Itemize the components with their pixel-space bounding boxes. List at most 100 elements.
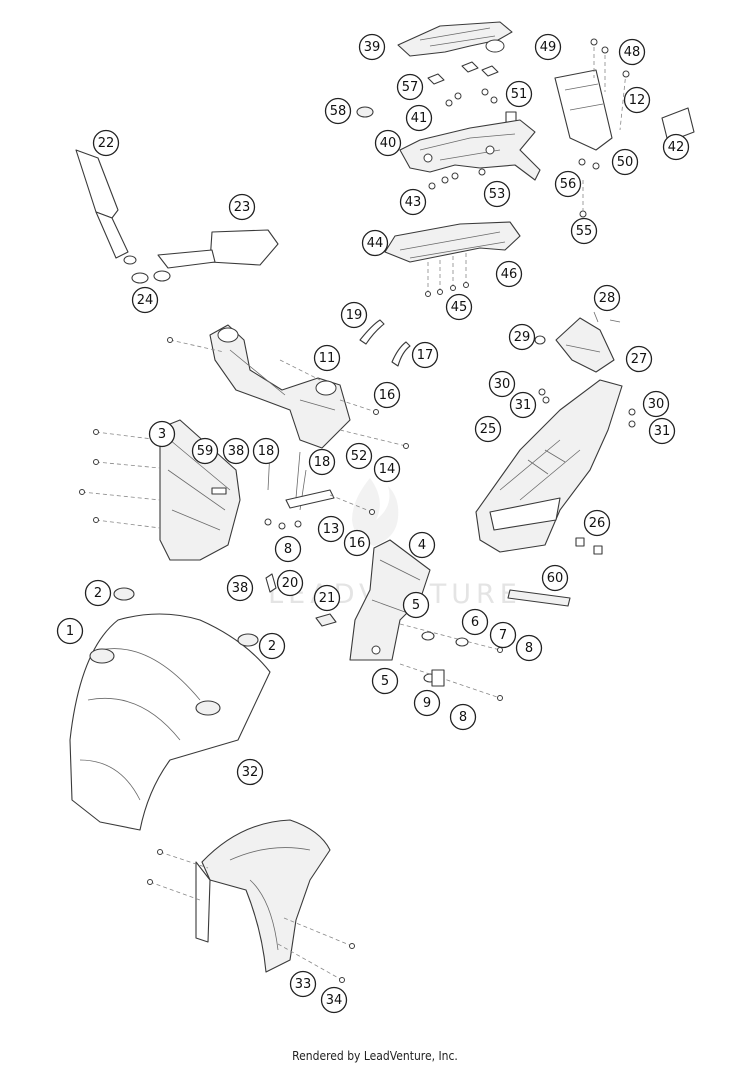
callout-label: 40 — [380, 136, 397, 151]
callout-circle — [396, 73, 424, 101]
callout-label: 33 — [295, 977, 312, 992]
callout-circle — [508, 323, 536, 351]
callout-label: 11 — [319, 351, 336, 366]
callout-label: 16 — [379, 388, 396, 403]
part-mirror-right — [157, 229, 279, 269]
callout-circle — [402, 591, 430, 619]
callout-circle — [308, 448, 336, 476]
callout-circle — [313, 584, 341, 612]
callout-label: 31 — [515, 398, 532, 413]
callout-label: 44 — [367, 236, 384, 251]
callout-2b: 2 — [258, 632, 286, 660]
callout-label: 51 — [511, 87, 528, 102]
part-bracket-bolts — [590, 38, 630, 131]
callout-label: 53 — [489, 187, 506, 202]
callout-circle — [408, 531, 436, 559]
callout-circle — [474, 415, 502, 443]
callout-circle — [461, 608, 489, 636]
callout-label: 52 — [351, 449, 368, 464]
part-front-mask-frame — [159, 419, 241, 561]
callout-label: 28 — [599, 291, 616, 306]
callout-label: 4 — [418, 538, 426, 553]
callout-circle — [131, 286, 159, 314]
callout-40: 40 — [374, 129, 402, 157]
callout-label: 3 — [158, 427, 166, 442]
part-seat-bracket — [397, 21, 513, 57]
callout-4: 4 — [408, 531, 436, 559]
part-reflector-plate — [661, 107, 695, 143]
callout-circle — [483, 180, 511, 208]
callout-circle — [662, 133, 690, 161]
part-fender-bolts — [147, 849, 355, 983]
callout-23: 23 — [228, 193, 256, 221]
callout-31b: 31 — [648, 417, 676, 445]
callout-label: 50 — [617, 155, 634, 170]
callout-58: 58 — [324, 97, 352, 125]
part-grommet — [356, 106, 374, 118]
part-side-bracket — [349, 539, 431, 661]
callout-33: 33 — [289, 970, 317, 998]
part-small-bracket — [285, 489, 375, 515]
callout-25: 25 — [474, 415, 502, 443]
part-mirror-washers — [131, 270, 171, 284]
callout-18b: 18 — [308, 448, 336, 476]
callout-circle — [56, 617, 84, 645]
callout-circle — [258, 632, 286, 660]
callout-label: 8 — [525, 641, 533, 656]
callout-circle — [583, 509, 611, 537]
part-clips — [427, 61, 499, 85]
callout-label: 18 — [258, 444, 275, 459]
callout-label: 31 — [654, 424, 671, 439]
part-license-bracket — [554, 69, 613, 151]
callout-13: 13 — [317, 515, 345, 543]
callout-32: 32 — [236, 758, 264, 786]
callout-label: 41 — [411, 111, 428, 126]
part-fender-washers — [538, 388, 636, 428]
callout-circle — [358, 33, 386, 61]
callout-label: 26 — [589, 516, 606, 531]
callout-8b: 8 — [515, 634, 543, 662]
callout-label: 18 — [314, 455, 331, 470]
callout-circle — [371, 667, 399, 695]
callout-44: 44 — [361, 229, 389, 257]
callout-8a: 8 — [274, 535, 302, 563]
callout-label: 6 — [471, 615, 479, 630]
callout-56: 56 — [554, 170, 582, 198]
callout-label: 58 — [330, 104, 347, 119]
callout-label: 20 — [282, 576, 299, 591]
callout-circle — [623, 86, 651, 114]
callout-16a: 16 — [373, 381, 401, 409]
callout-circle — [317, 515, 345, 543]
callout-circle — [374, 129, 402, 157]
callout-circle — [313, 344, 341, 372]
callout-circle — [373, 381, 401, 409]
callout-45: 45 — [445, 293, 473, 321]
callout-circle — [405, 104, 433, 132]
callout-circle — [445, 293, 473, 321]
callout-label: 34 — [326, 993, 343, 1008]
callout-label: 12 — [629, 93, 646, 108]
callout-27: 27 — [625, 345, 653, 373]
watermark-logo — [352, 478, 399, 546]
callout-circle — [361, 229, 389, 257]
callout-circle — [343, 529, 371, 557]
callout-circle — [289, 970, 317, 998]
callout-circle — [495, 260, 523, 288]
part-undertray-screws — [425, 253, 469, 297]
callout-circle — [449, 703, 477, 731]
callout-7: 7 — [489, 621, 517, 649]
callout-circle — [191, 437, 219, 465]
callout-20: 20 — [276, 569, 304, 597]
callout-label: 30 — [494, 377, 511, 392]
callout-label: 5 — [412, 598, 420, 613]
callout-60: 60 — [541, 564, 569, 592]
part-nuts — [578, 158, 600, 218]
callout-circle — [345, 442, 373, 470]
callout-17: 17 — [411, 341, 439, 369]
callout-41: 41 — [405, 104, 433, 132]
callout-30b: 30 — [642, 390, 670, 418]
callout-circle — [252, 437, 280, 465]
part-hoses — [359, 319, 411, 367]
callout-label: 57 — [402, 80, 419, 95]
